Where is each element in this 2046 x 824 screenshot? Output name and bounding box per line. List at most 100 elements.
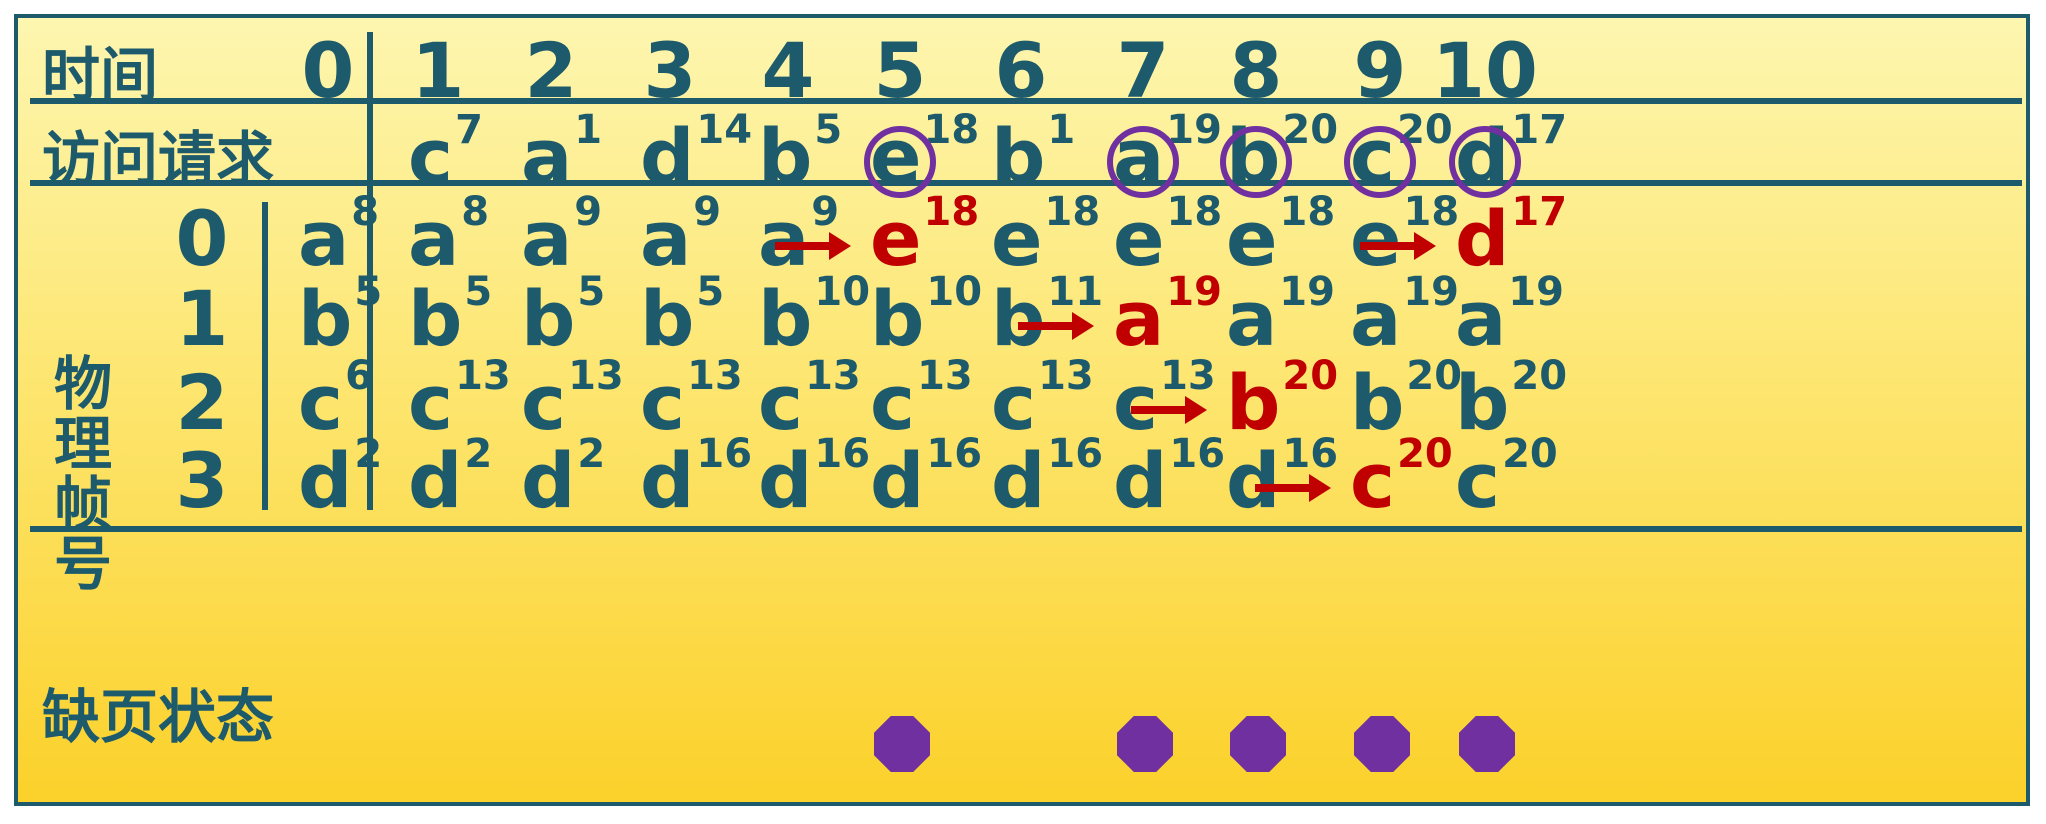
frame-3-t8: d16 (1226, 431, 1338, 525)
request-3: d14 (640, 107, 752, 201)
frame-3-t9-count: 20 (1397, 431, 1453, 477)
request-2-count: 1 (574, 107, 603, 153)
frame-2-t7: c13 (1113, 353, 1216, 447)
frame-0-t5-page: e (870, 194, 922, 283)
divider-under-time (30, 98, 2022, 104)
frame-1-t4: b10 (758, 269, 870, 363)
frame-0-t10: d17 (1455, 189, 1567, 283)
frame-0-t1-page: a (408, 194, 460, 283)
request-6-page: b (991, 112, 1046, 201)
frame-2-t3: c13 (640, 353, 743, 447)
frame-3-t8-count: 16 (1282, 431, 1339, 477)
frame-2-t9: b20 (1350, 353, 1462, 447)
request-3-count: 14 (696, 107, 753, 153)
request-5-count: 18 (923, 107, 980, 153)
replacement-arrow-2-8 (1131, 396, 1207, 424)
time-step-10: 10 (1432, 26, 1538, 115)
frame-1-t7-count: 19 (1166, 269, 1222, 315)
frame-1-t6-page: b (991, 274, 1046, 363)
frame-1-t2: b5 (521, 269, 605, 363)
frame-0-t10-count: 17 (1511, 189, 1568, 235)
frame-1-t10: a19 (1455, 269, 1564, 363)
frame-label-char: 物 理 帧 号 (53, 350, 112, 598)
frame-1-t9-count: 19 (1403, 269, 1459, 315)
frame-3-t7-count: 16 (1169, 431, 1226, 477)
frame-0-t2: a9 (521, 189, 602, 283)
frame-2-t1: c13 (408, 353, 511, 447)
time-step-1: 1 (411, 26, 465, 115)
request-6: b1 (991, 107, 1075, 201)
frame-0-t4: a9 (758, 189, 839, 283)
divider-time-zero (367, 32, 373, 510)
page-fault-marker-10 (1459, 716, 1515, 772)
frame-0-t7-page: e (1113, 194, 1165, 283)
frame-1-t2-page: b (521, 274, 576, 363)
frame-1-t0-count: 5 (354, 269, 383, 315)
frame-3-t5-count: 16 (926, 431, 983, 477)
frame-3-t0: d2 (298, 431, 382, 525)
frame-3-t7: d16 (1113, 431, 1225, 525)
frame-1-t7: a19 (1113, 269, 1222, 363)
divider-above-faults (30, 526, 2022, 532)
frame-3-t3-count: 16 (696, 431, 753, 477)
frame-0-t0: a8 (298, 189, 379, 283)
frame-2-t2-count: 13 (568, 353, 624, 399)
frame-2-t5-page: c (870, 358, 916, 447)
replacement-arrow-0-5 (775, 232, 851, 260)
frame-3-t5-page: d (870, 436, 925, 525)
frame-3-t5: d16 (870, 431, 982, 525)
frame-0-t3: a9 (640, 189, 721, 283)
frame-2-t9-count: 20 (1406, 353, 1463, 399)
time-step-8: 8 (1229, 26, 1283, 115)
time-step-6: 6 (994, 26, 1048, 115)
frame-2-t10: b20 (1455, 353, 1567, 447)
frame-1-t6-count: 11 (1047, 269, 1104, 315)
page-fault-marker-7 (1117, 716, 1173, 772)
frame-3-t4: d16 (758, 431, 870, 525)
frame-0-t2-count: 9 (574, 189, 603, 235)
frame-3-t9: c20 (1350, 431, 1453, 525)
frame-2-t10-page: b (1455, 358, 1510, 447)
frame-1-t2-count: 5 (577, 269, 606, 315)
frame-3-t1: d2 (408, 431, 492, 525)
frame-2-t8-count: 20 (1282, 353, 1339, 399)
frame-1-t3-count: 5 (696, 269, 725, 315)
frame-0-t4-count: 9 (811, 189, 840, 235)
frame-2-t8: b20 (1226, 353, 1338, 447)
time-step-5: 5 (873, 26, 927, 115)
frame-3-t10-count: 20 (1502, 431, 1558, 477)
frame-3-t4-page: d (758, 436, 813, 525)
frame-0-t1-count: 8 (461, 189, 490, 235)
frame-2-t0-page: c (298, 358, 344, 447)
frame-0-t10-page: d (1455, 194, 1510, 283)
frame-0-t0-page: a (298, 194, 350, 283)
frame-2-t3-count: 13 (687, 353, 743, 399)
frame-1-t3-page: b (640, 274, 695, 363)
frame-3-t1-page: d (408, 436, 463, 525)
fault-circle-10 (1449, 126, 1521, 198)
frame-3-t6: d16 (991, 431, 1103, 525)
frame-2-t6-page: c (991, 358, 1037, 447)
time-step-7: 7 (1116, 26, 1170, 115)
frame-0-t8: e18 (1226, 189, 1335, 283)
page-fault-marker-8 (1230, 716, 1286, 772)
frame-3-t0-count: 2 (354, 431, 383, 477)
request-3-page: d (640, 112, 695, 201)
frame-0-t7: e18 (1113, 189, 1222, 283)
frame-0-t5: e18 (870, 189, 979, 283)
frame-2-t0: c6 (298, 353, 373, 447)
frame-1-t4-count: 10 (814, 269, 871, 315)
frame-0-t8-page: e (1226, 194, 1278, 283)
time-step-2: 2 (524, 26, 578, 115)
frame-1-t5-page: b (870, 274, 925, 363)
frame-1-t8: a19 (1226, 269, 1335, 363)
frame-0-t5-count: 18 (923, 189, 980, 235)
frame-3-t2: d2 (521, 431, 605, 525)
frame-3-t4-count: 16 (814, 431, 871, 477)
frame-3-t8-page: d (1226, 436, 1281, 525)
frame-0-t3-count: 9 (693, 189, 722, 235)
frame-3-t7-page: d (1113, 436, 1168, 525)
frame-1-t1-count: 5 (464, 269, 493, 315)
page-fault-marker-9 (1354, 716, 1410, 772)
